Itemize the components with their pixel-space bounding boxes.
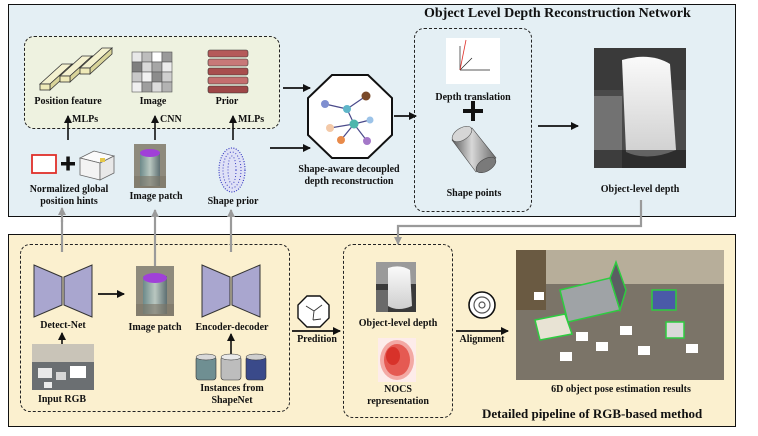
nocs-point-cloud bbox=[378, 338, 416, 382]
shape-prior-point-cloud bbox=[218, 147, 246, 193]
top-panel-title: Object Level Depth Reconstruction Networ… bbox=[424, 6, 691, 21]
encoder-decoder-label: Encoder-decoder bbox=[195, 322, 269, 333]
red-box-icon bbox=[31, 154, 57, 174]
prediction-network-icon bbox=[297, 295, 330, 328]
top-image-patch-label: Image patch bbox=[129, 191, 183, 202]
detect-net-icon bbox=[33, 264, 93, 318]
top-image-patch bbox=[134, 144, 166, 188]
bottom-image-patch-label: Image patch bbox=[128, 322, 182, 333]
shape-points-label: Shape points bbox=[446, 188, 502, 199]
plus-icon bbox=[61, 156, 75, 171]
normalized-cube-icon bbox=[78, 150, 116, 181]
instances-label-line2: ShapeNet bbox=[211, 395, 253, 406]
instances-label-line1: Instances from bbox=[200, 383, 264, 394]
nocs-label-line2: representation bbox=[367, 396, 429, 407]
shape-prior-label: Shape prior bbox=[207, 196, 259, 207]
depth-translation-axes-icon bbox=[446, 38, 500, 84]
object-level-depth-map bbox=[594, 48, 686, 168]
mlps-right-label: MLPs bbox=[238, 114, 265, 125]
position-feature-label: Position feature bbox=[34, 96, 102, 107]
bottom-image-patch bbox=[136, 266, 174, 316]
global-hints-label-line2: position hints bbox=[40, 196, 98, 207]
input-rgb-label: Input RGB bbox=[37, 394, 87, 405]
mlps-left-label: MLPs bbox=[72, 114, 99, 125]
image-feature-label: Image bbox=[139, 96, 167, 107]
encoder-decoder-icon bbox=[201, 264, 261, 318]
input-rgb-image bbox=[32, 344, 94, 390]
bottom-object-level-depth-map bbox=[376, 262, 416, 312]
prior-feature-label: Prior bbox=[215, 96, 239, 107]
detect-net-label: Detect-Net bbox=[40, 320, 86, 331]
prior-feature-icon bbox=[207, 49, 249, 94]
pose-estimation-result-image bbox=[516, 250, 724, 380]
image-feature-grid-icon bbox=[131, 51, 173, 93]
results-label: 6D object pose estimation results bbox=[551, 384, 691, 395]
shapenet-instances-icon bbox=[195, 353, 267, 381]
reconstruction-label-line2: depth reconstruction bbox=[304, 176, 394, 187]
bottom-object-level-depth-label: Object-level depth bbox=[358, 318, 438, 329]
prediction-label: Predition bbox=[297, 334, 337, 345]
bottom-panel-title: Detailed pipeline of RGB-based method bbox=[482, 406, 703, 421]
top-object-level-depth-label: Object-level depth bbox=[600, 184, 680, 195]
nocs-label-line1: NOCS bbox=[384, 384, 412, 395]
global-hints-label-line1: Normalized global bbox=[29, 184, 109, 195]
depth-translation-label: Depth translation bbox=[435, 92, 511, 103]
decoupled-reconstruction-octagon bbox=[307, 74, 393, 159]
position-feature-icon bbox=[38, 47, 114, 91]
alignment-label: Alignment bbox=[459, 334, 505, 345]
cnn-label: CNN bbox=[160, 114, 182, 125]
alignment-icon bbox=[468, 291, 496, 319]
plus-icon bbox=[463, 101, 483, 121]
reconstruction-label-line1: Shape-aware decoupled bbox=[298, 164, 400, 175]
depth-output-box bbox=[414, 28, 532, 212]
shape-points-can-icon bbox=[451, 125, 497, 174]
